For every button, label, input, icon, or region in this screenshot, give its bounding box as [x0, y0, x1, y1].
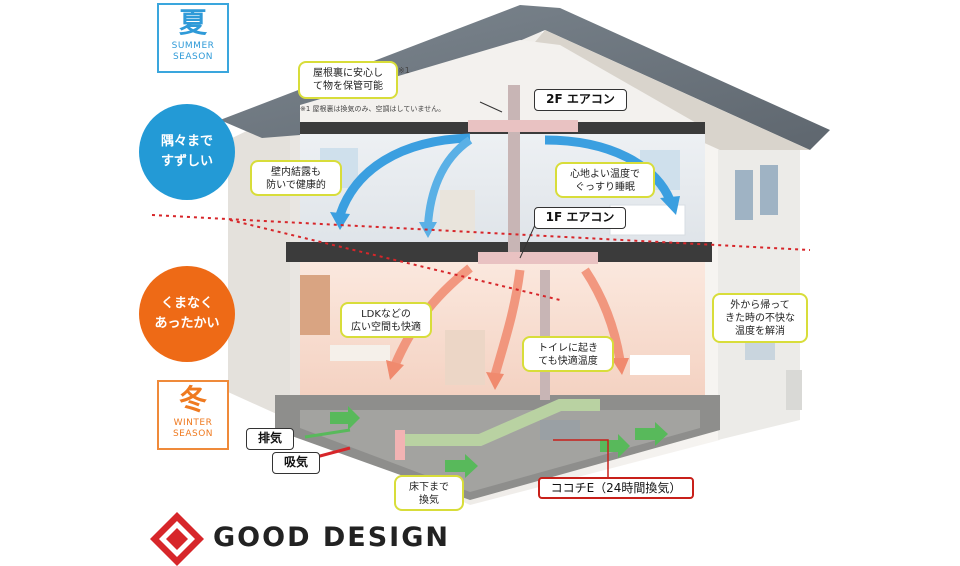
winter-season-label: 冬 WINTER SEASON	[157, 380, 229, 450]
cool-badge: 隅々まで すずしい	[139, 104, 235, 200]
cool-airflow-arrowhead	[419, 222, 437, 238]
warm-airflow-arrowhead	[486, 372, 504, 390]
tag-1f-aircon: 1F エアコン	[534, 207, 626, 229]
callout-condensation: 壁内結露も 防いで健康的	[250, 160, 342, 196]
duct-shaft-lower	[540, 270, 550, 400]
stair-2f	[440, 190, 475, 240]
winter-english: WINTER SEASON	[172, 418, 214, 439]
attic-footnote: ※1 屋根裏は換気のみ、空調はしていません。	[300, 105, 446, 113]
leader-line	[553, 439, 609, 488]
kitchen-shelf	[300, 275, 330, 335]
leader-line	[519, 224, 536, 259]
summer-english: SUMMER SEASON	[171, 41, 215, 62]
vent-arrow	[330, 406, 360, 430]
cool-airflow-arrowhead	[330, 212, 350, 230]
cool-airflow-arrowhead	[660, 196, 680, 215]
good-design-logo-mark	[150, 512, 204, 566]
winter-kanji: 冬	[178, 383, 207, 416]
tag-intake: 吸気	[272, 452, 320, 474]
vent-arrow	[635, 422, 668, 446]
warm-badge: くまなく あったかい	[139, 266, 235, 362]
house-left-wall	[228, 110, 290, 420]
tag-2f-aircon: 2F エアコン	[534, 89, 627, 111]
ac-unit-1f	[478, 252, 598, 264]
summer-kanji: 夏	[178, 6, 207, 39]
cool-airflow-arrow	[424, 136, 473, 226]
roof-edge	[520, 30, 810, 150]
vent-arrow	[445, 454, 478, 478]
kokochi-e-unit	[540, 420, 580, 440]
callout-attic: 屋根裏に安心し て物を保管可能	[298, 61, 398, 99]
callout-toilet: トイレに起き ても快適温度	[522, 336, 614, 372]
annex-window	[735, 170, 753, 220]
callout-underfloor: 床下まで 換気	[394, 475, 464, 511]
callout-ldk: LDKなどの 広い空間も快適	[340, 302, 432, 338]
warm-airflow-arrow	[581, 267, 625, 361]
cool-airflow-arrow	[335, 133, 471, 217]
leader-line	[479, 101, 503, 113]
exhaust-arrow	[304, 428, 351, 439]
cool-airflow-arrow	[544, 135, 675, 202]
annex-window	[760, 165, 778, 215]
season-divider	[229, 219, 561, 301]
season-divider	[151, 214, 811, 251]
annex-unit	[786, 370, 802, 410]
ac-unit-2f	[468, 120, 578, 132]
good-design-logo-text: GOOD DESIGN	[213, 522, 450, 553]
warm-airflow-arrowhead	[611, 358, 629, 375]
warm-airflow-arrow	[490, 269, 525, 377]
warm-airflow-arrowhead	[386, 360, 404, 380]
kitchen-counter	[630, 355, 690, 375]
tag-exhaust: 排気	[246, 428, 294, 450]
underfloor-duct	[405, 399, 600, 446]
stair-1f	[445, 330, 485, 385]
callout-sleep: 心地よい温度で ぐっすり睡眠	[555, 162, 655, 198]
tag-kokochi-e: ココチE（24時間換気）	[538, 477, 694, 499]
dining-table	[330, 345, 390, 361]
attic-footnote-mark: ※1	[398, 66, 410, 75]
callout-returning: 外から帰って きた時の不快な 温度を解消	[712, 293, 808, 343]
summer-season-label: 夏 SUMMER SEASON	[157, 3, 229, 73]
